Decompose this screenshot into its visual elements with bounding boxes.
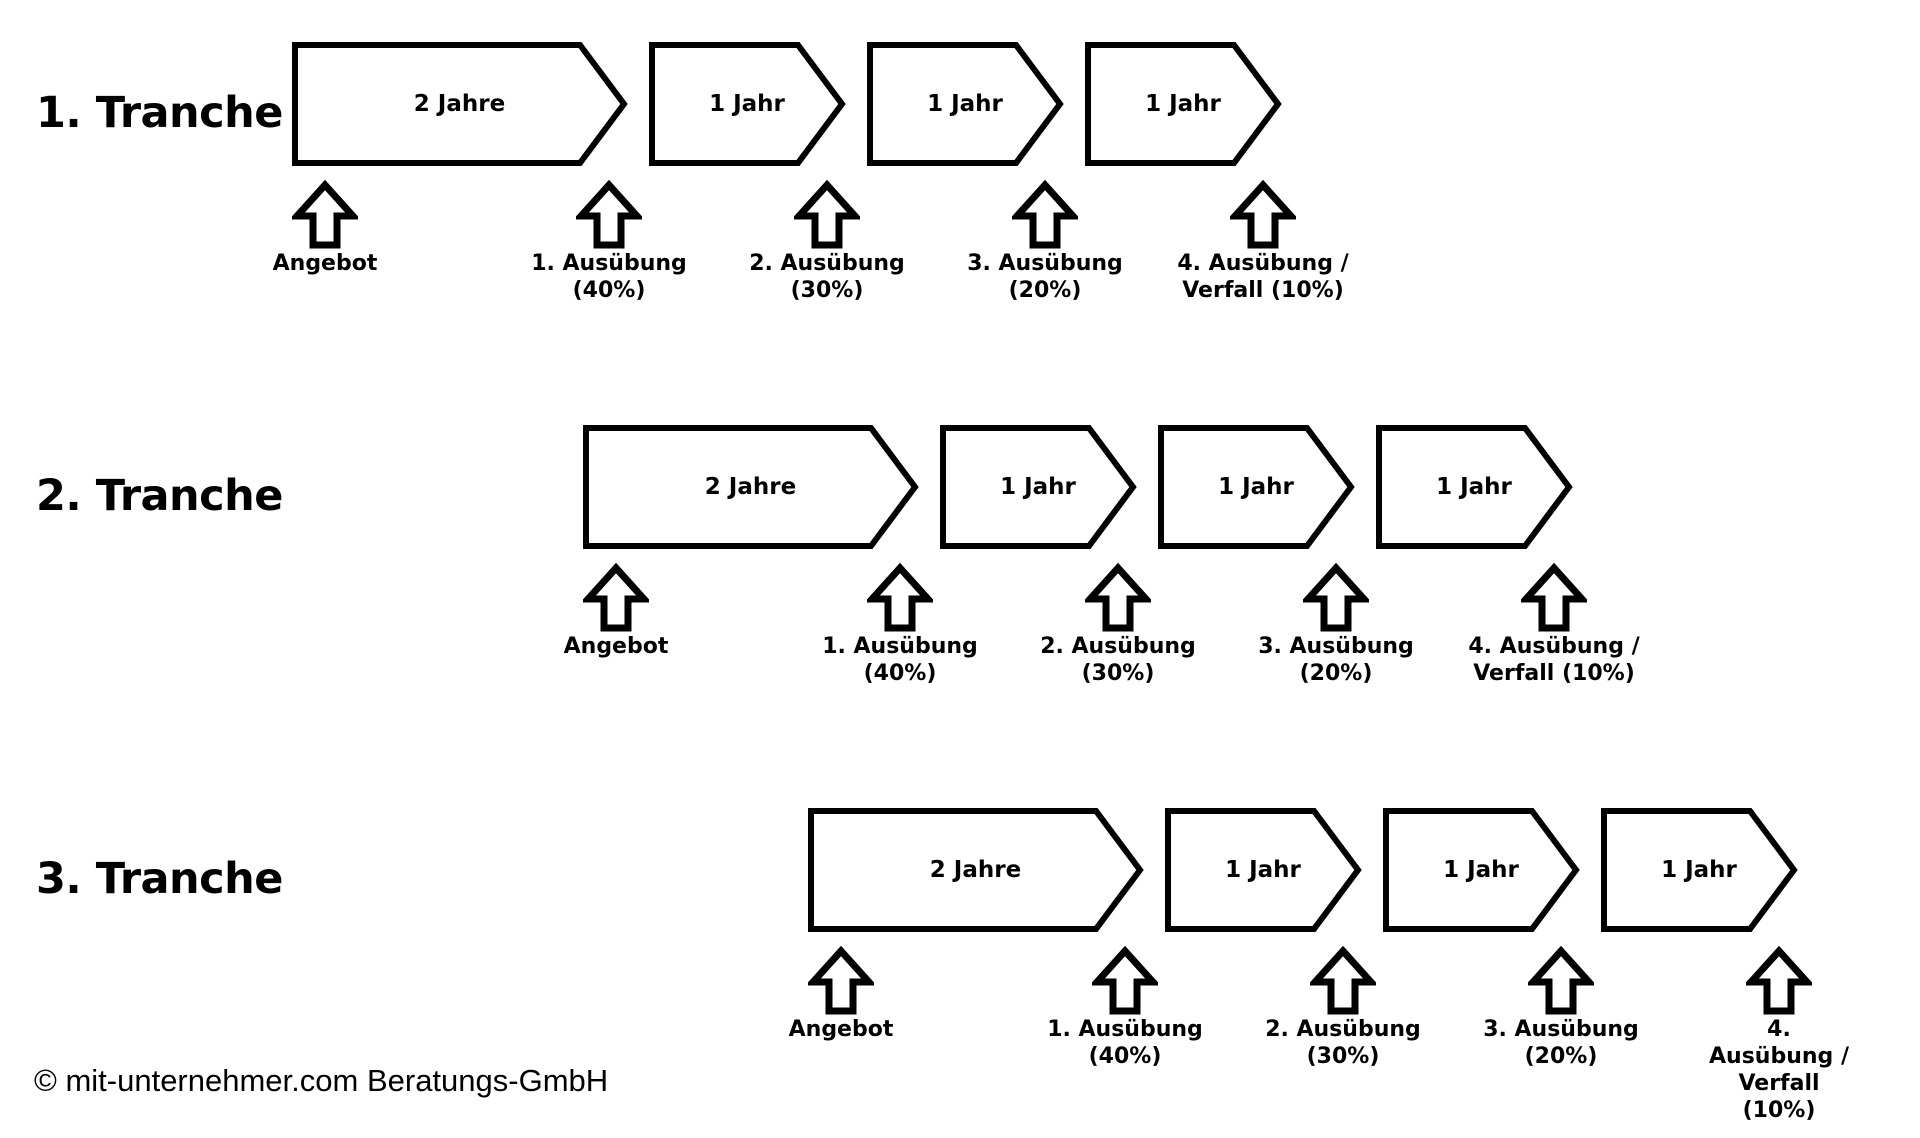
milestone-label: 1. Ausübung (40%)	[531, 251, 687, 303]
milestone-label: 3. Ausübung (20%)	[1483, 1017, 1639, 1069]
milestone-up-arrow-icon	[1012, 180, 1078, 250]
milestone-label: 1. Ausübung (40%)	[822, 634, 978, 686]
milestone-label: 4. Ausübung / Verfall (10%)	[1468, 634, 1640, 686]
tranche-title: 2. Tranche	[36, 471, 283, 521]
milestone-up-arrow-icon	[808, 946, 874, 1016]
chevron-segment: 1 Jahr	[940, 425, 1137, 549]
chevron-segment: 1 Jahr	[1158, 425, 1355, 549]
chevron-segment: 1 Jahr	[1376, 425, 1573, 549]
milestone-label: 4. Ausübung / Verfall (10%)	[1177, 251, 1349, 303]
chevron-segment: 2 Jahre	[808, 808, 1144, 932]
milestone-up-arrow-icon	[1085, 563, 1151, 633]
milestone-up-arrow-icon	[576, 180, 642, 250]
milestone-up-arrow-icon	[1310, 946, 1376, 1016]
milestone-label: Angebot	[272, 251, 378, 276]
chevron-segment: 1 Jahr	[1085, 42, 1282, 166]
milestone-up-arrow-icon	[1230, 180, 1296, 250]
chevron-segment: 1 Jahr	[1383, 808, 1580, 932]
milestone-label: 3. Ausübung (20%)	[967, 251, 1123, 303]
milestone-label: 2. Ausübung (30%)	[749, 251, 905, 303]
milestone-label: 3. Ausübung (20%)	[1258, 634, 1414, 686]
chevron-segment: 2 Jahre	[292, 42, 628, 166]
milestone-up-arrow-icon	[867, 563, 933, 633]
chevron-segment: 1 Jahr	[649, 42, 846, 166]
chevron-segment: 1 Jahr	[867, 42, 1064, 166]
milestone-label: 2. Ausübung (30%)	[1040, 634, 1196, 686]
milestone-up-arrow-icon	[583, 563, 649, 633]
milestone-label: Angebot	[788, 1017, 894, 1042]
milestone-up-arrow-icon	[794, 180, 860, 250]
milestone-label: 4. Ausübung / Verfall (10%)	[1709, 1017, 1849, 1123]
milestone-up-arrow-icon	[1303, 563, 1369, 633]
milestone-up-arrow-icon	[1521, 563, 1587, 633]
milestone-up-arrow-icon	[292, 180, 358, 250]
tranche-title: 3. Tranche	[36, 854, 283, 904]
chevron-segment: 1 Jahr	[1165, 808, 1362, 932]
milestone-label: 1. Ausübung (40%)	[1047, 1017, 1203, 1069]
milestone-up-arrow-icon	[1092, 946, 1158, 1016]
milestone-label: Angebot	[563, 634, 669, 659]
milestone-label: 2. Ausübung (30%)	[1265, 1017, 1421, 1069]
tranche-title: 1. Tranche	[36, 88, 283, 138]
chevron-segment: 1 Jahr	[1601, 808, 1798, 932]
milestone-up-arrow-icon	[1746, 946, 1812, 1016]
chevron-segment: 2 Jahre	[583, 425, 919, 549]
copyright-notice: © mit-unternehmer.com Beratungs-GmbH	[34, 1063, 609, 1098]
milestone-up-arrow-icon	[1528, 946, 1594, 1016]
